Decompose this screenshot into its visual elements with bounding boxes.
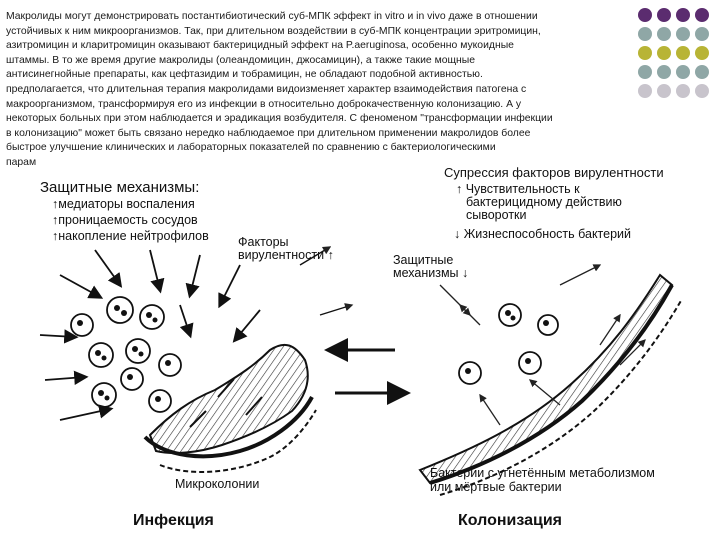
decor-dot	[638, 65, 652, 79]
infection-label: Инфекция	[133, 512, 214, 529]
decor-dot	[638, 84, 652, 98]
left-item-2: ↑проницаемость сосудов	[52, 213, 198, 227]
paragraph-line: в колонизацию" может быть связано нередк…	[6, 127, 531, 139]
body-paragraph: Макролиды могут демонстрировать постанти…	[6, 10, 622, 171]
right-item-1c: сыворотки	[466, 208, 527, 222]
defense-label-2: механизмы ↓	[393, 266, 469, 280]
paragraph-line: устойчивых к ним микроорганизмов. Так, п…	[6, 25, 541, 37]
paragraph-line: штаммы. В то же время другие макролиды (…	[6, 54, 476, 66]
right-item-1a: ↑ Чувствительность к	[456, 182, 580, 196]
decor-dot	[676, 27, 690, 41]
decor-dot	[695, 65, 709, 79]
decor-dot	[695, 84, 709, 98]
paragraph-line: быстрое улучшение клинических и лаборато…	[6, 142, 496, 154]
decor-dot	[676, 46, 690, 60]
neutrophil-cells	[70, 296, 182, 413]
right-heading: Супрессия факторов вирулентности	[444, 165, 664, 180]
decor-dot	[676, 84, 690, 98]
decor-dot	[695, 46, 709, 60]
infection-tissue	[143, 343, 317, 473]
paragraph-line: антисинегнойные препараты, как цефтазиди…	[6, 69, 483, 81]
decor-dot	[657, 65, 671, 79]
infection-colonization-diagram	[39, 246, 683, 496]
colonization-tissue	[418, 273, 683, 496]
microcolonies-label: Микроколонии	[175, 477, 260, 491]
left-item-1: ↑медиаторы воспаления	[52, 197, 195, 211]
decor-dot	[695, 8, 709, 22]
virulence-label-2: вирулентности ↑	[238, 248, 334, 262]
decor-dot	[657, 8, 671, 22]
neutrophil-cells-right	[458, 303, 559, 385]
decor-dot	[676, 65, 690, 79]
decor-dot	[657, 46, 671, 60]
colonization-label: Колонизация	[458, 512, 563, 529]
left-heading: Защитные механизмы:	[40, 179, 200, 196]
decor-dot	[695, 27, 709, 41]
decor-dot	[638, 46, 652, 60]
defense-label-1: Защитные	[393, 253, 454, 267]
decor-dot	[657, 27, 671, 41]
right-item-2: ↓ Жизнеспособность бактерий	[454, 227, 632, 241]
bacteria-label-2: или мёртвые бактерии	[430, 480, 562, 494]
right-item-1b: бактерицидному действию	[466, 195, 622, 209]
virulence-label-1: Факторы	[238, 235, 289, 249]
paragraph-line: азитромицин и кларитромицин оказывают ба…	[6, 40, 514, 52]
bacteria-label-1: Бактерии с угнетённым метаболизмом	[430, 466, 655, 480]
decor-dot	[676, 8, 690, 22]
decor-dot	[657, 84, 671, 98]
paragraph-line: Макролиды могут демонстрировать постанти…	[6, 11, 538, 22]
decorative-dot-grid	[638, 8, 718, 108]
paragraph-line: макроорганизмом, трансформируя его из ин…	[6, 98, 522, 110]
decor-dot	[638, 8, 652, 22]
left-item-3: ↑накопление нейтрофилов	[52, 229, 209, 243]
paragraph-line: предполагается, что длительная терапия м…	[6, 83, 527, 95]
paragraph-line: парам	[6, 156, 37, 168]
decor-dot	[638, 27, 652, 41]
paragraph-line: некоторых больных при этом наблюдается и…	[6, 113, 553, 125]
